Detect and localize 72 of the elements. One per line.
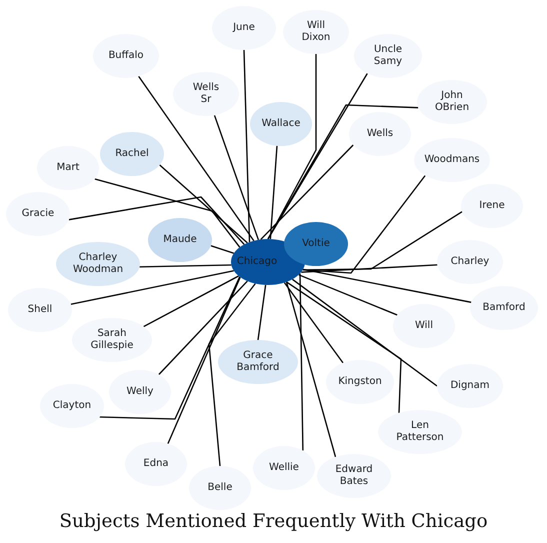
connector-line: [214, 115, 260, 240]
connector-line: [286, 281, 402, 413]
node-label: Len Patterson: [396, 420, 444, 444]
node-label: Kingston: [338, 376, 382, 388]
node-label: Belle: [208, 482, 232, 494]
connector-line: [208, 283, 256, 466]
node-label: Edward Bates: [335, 464, 373, 488]
connector-line: [140, 264, 232, 268]
node-label: Gracie: [22, 208, 54, 220]
connector-line: [70, 270, 234, 305]
node-label: Charley Woodman: [72, 252, 124, 276]
node-label: Dignam: [450, 380, 490, 392]
connector-line: [267, 54, 317, 240]
node-label: Wells: [366, 128, 394, 140]
node-label: Will: [414, 320, 433, 332]
node-label: Will Dixon: [302, 20, 330, 44]
node-label: Rachel: [115, 148, 149, 160]
node-label: Welly: [126, 386, 154, 398]
connector-line: [267, 104, 418, 240]
connector-line: [260, 144, 354, 240]
node-label: Maude: [163, 234, 197, 246]
node-label: June: [233, 22, 255, 34]
node-label: Buffalo: [108, 50, 144, 62]
ellipse-node: [125, 442, 187, 486]
connector-line: [302, 268, 472, 303]
connector-line: [143, 275, 239, 328]
ellipse-node: [253, 446, 315, 490]
ellipse-node: [349, 112, 411, 156]
node-label: Irene: [479, 200, 505, 212]
node-label: Wellie: [269, 462, 299, 474]
connector-line: [158, 280, 248, 375]
connector-line: [243, 50, 250, 242]
node-label: Charley: [450, 256, 490, 268]
node-label: Grace Bamford: [236, 350, 280, 374]
connector-line: [94, 178, 240, 248]
node-label: Chicago: [236, 256, 278, 268]
connector-line: [286, 282, 336, 458]
node-label: Uncle Samy: [374, 44, 402, 68]
connector-line: [159, 164, 248, 244]
node-label: Mart: [56, 162, 80, 174]
node-label: Sarah Gillespie: [90, 328, 134, 352]
connector-line: [298, 274, 398, 316]
node-label: Edna: [143, 458, 169, 470]
ellipse-node: [100, 132, 164, 176]
connector-line: [302, 211, 462, 271]
connector-line: [301, 264, 438, 273]
connector-line: [100, 276, 240, 420]
ellipse-node: [393, 304, 455, 348]
connector-line: [270, 146, 278, 240]
node-label: Voltie: [302, 238, 330, 250]
node-label: Wallace: [262, 118, 300, 130]
node-label: John OBrien: [434, 90, 470, 114]
connector-line: [68, 196, 245, 245]
ellipse-node: [72, 318, 152, 362]
node-label: Bamford: [482, 302, 526, 314]
ellipse-node: [37, 146, 99, 190]
ellipse-node: [250, 102, 312, 146]
connector-line: [299, 273, 304, 451]
connector-line: [138, 76, 254, 242]
connector-line: [257, 284, 266, 340]
connector-line: [292, 278, 438, 387]
diagram-title: Subjects Mentioned Frequently With Chicago: [59, 510, 488, 534]
connector-line: [284, 282, 344, 364]
node-label: Wells Sr: [192, 82, 220, 106]
node-label: Woodmans: [424, 154, 480, 166]
node-label: Clayton: [52, 400, 92, 412]
ellipse-node: [218, 340, 298, 384]
node-label: Shell: [28, 304, 52, 316]
ellipse-node: [189, 466, 251, 510]
connector-line: [167, 276, 241, 444]
connector-line: [210, 245, 234, 254]
ellipse-node: [317, 454, 391, 498]
